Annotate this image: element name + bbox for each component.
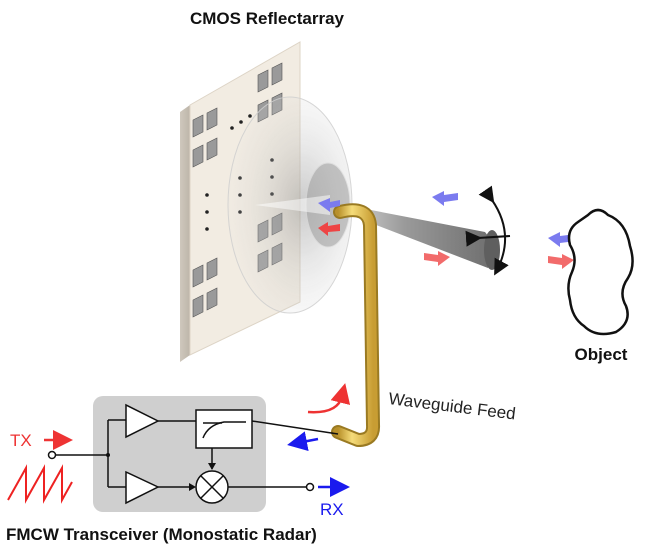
tx-input-node	[47, 450, 57, 460]
mixer-icon	[195, 470, 229, 504]
steering-arrow-icon	[465, 185, 511, 276]
incident-arrow-beam	[424, 251, 450, 266]
amplifier-icon	[125, 470, 160, 505]
object-shape	[567, 208, 634, 336]
rx-output-node	[305, 482, 315, 492]
transceiver-block	[47, 396, 339, 512]
transceiver-label: FMCW Transceiver (Monostatic Radar)	[6, 525, 317, 544]
waveguide-feed	[331, 203, 381, 447]
tx-up-arrow	[307, 383, 351, 414]
amplifier-icon	[125, 403, 160, 439]
rx-left-arrow	[287, 431, 319, 451]
incident-arrow-feed	[318, 222, 340, 236]
reflected-arrow-beam	[432, 191, 458, 206]
reflected-arrow-feed	[318, 198, 340, 212]
incident-arrow-object	[548, 254, 574, 269]
object-label: Object	[575, 345, 628, 364]
coupler-icon	[195, 409, 253, 449]
tx-label: TX	[10, 431, 32, 450]
waveguide-label: Waveguide Feed	[388, 389, 517, 423]
title-label: CMOS Reflectarray	[190, 9, 345, 28]
rx-label: RX	[320, 500, 344, 519]
sawtooth-chirp-icon	[7, 464, 73, 504]
